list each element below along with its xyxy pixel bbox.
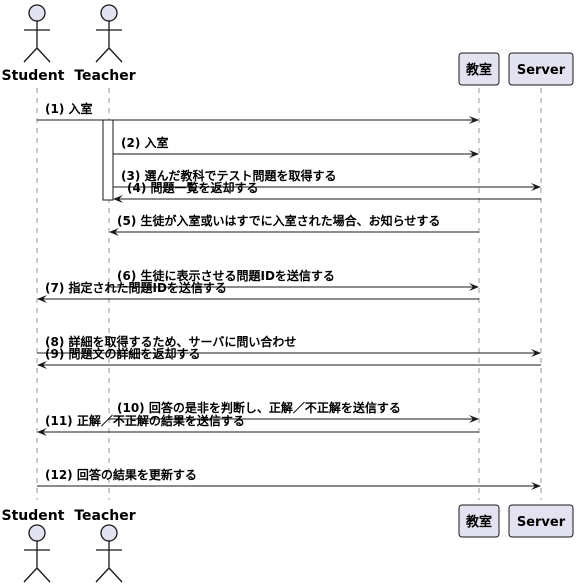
- actor-head-icon: [100, 524, 118, 542]
- message-9: (9) 問題文の詳細を返却する: [37, 346, 541, 369]
- teacher-actor-bottom: Teacher: [74, 508, 136, 583]
- message-6: (6) 生徒に表示させる問題IDを送信する: [109, 268, 479, 291]
- message-label: (1) 入室: [45, 101, 93, 116]
- server-label: Server: [517, 63, 566, 78]
- message-label: (10) 回答の是非を判断し、正解／不正解を送信する: [117, 400, 401, 415]
- arrowhead-icon: [469, 150, 479, 158]
- server-label: Server: [517, 515, 566, 530]
- arrowhead-icon: [113, 195, 123, 203]
- arrowhead-icon: [37, 295, 47, 303]
- classroom-participant-top: 教室: [458, 52, 500, 86]
- student-actor-top: Student: [2, 4, 65, 84]
- classroom-participant-bottom: 教室: [458, 504, 500, 538]
- message-label: (8) 詳細を取得するため、サーバに問い合わせ: [45, 334, 296, 349]
- message-label: (5) 生徒が入室或いはすでに入室された場合、お知らせする: [117, 213, 440, 228]
- arrowhead-icon: [469, 283, 479, 291]
- message-11: (11) 正解／不正解の結果を送信する: [37, 413, 479, 436]
- message-2: (2) 入室: [113, 135, 479, 158]
- server-participant-bottom: Server: [508, 504, 574, 538]
- arrowhead-icon: [37, 361, 47, 369]
- message-label: (4) 問題一覧を返却する: [127, 180, 259, 195]
- actor-head-icon: [28, 524, 46, 542]
- message-5: (5) 生徒が入室或いはすでに入室された場合、お知らせする: [109, 213, 479, 236]
- message-7: (7) 指定された問題IDを送信する: [37, 280, 479, 303]
- student-label: Student: [2, 68, 65, 84]
- arrowhead-icon: [531, 183, 541, 191]
- message-label: (3) 選んだ教科でテスト問題を取得する: [121, 168, 337, 183]
- arrowhead-icon: [469, 116, 479, 124]
- message-3: (3) 選んだ教科でテスト問題を取得する: [113, 168, 541, 191]
- message-4: (4) 問題一覧を返却する: [113, 180, 541, 203]
- arrowhead-icon: [37, 428, 47, 436]
- arrowhead-icon: [469, 415, 479, 423]
- actor-head-icon: [28, 4, 46, 22]
- message-8: (8) 詳細を取得するため、サーバに問い合わせ: [37, 334, 541, 357]
- student-label: Student: [2, 508, 65, 524]
- server-participant-top: Server: [508, 52, 574, 86]
- teacher-activation-bar: [102, 119, 114, 201]
- message-label: (11) 正解／不正解の結果を送信する: [45, 413, 245, 428]
- actor-head-icon: [100, 4, 118, 22]
- message-label: (6) 生徒に表示させる問題IDを送信する: [117, 268, 335, 283]
- message-label: (2) 入室: [121, 135, 169, 150]
- teacher-label: Teacher: [74, 68, 135, 84]
- student-actor-bottom: Student: [2, 508, 65, 583]
- message-label: (7) 指定された問題IDを送信する: [45, 280, 227, 295]
- message-12: (12) 回答の結果を更新する: [37, 467, 541, 490]
- classroom-label: 教室: [465, 514, 492, 530]
- teacher-actor-top: Teacher: [74, 4, 136, 84]
- message-label: (12) 回答の結果を更新する: [45, 467, 197, 482]
- arrowhead-icon: [531, 349, 541, 357]
- classroom-label: 教室: [465, 62, 492, 78]
- teacher-label: Teacher: [74, 508, 135, 524]
- arrowhead-icon: [109, 228, 119, 236]
- message-label: (9) 問題文の詳細を返却する: [45, 346, 201, 361]
- messages: (1) 入室 (2) 入室 (3) 選んだ教科でテスト問題を取得する(4) 問題一覧…: [37, 101, 541, 490]
- message-1: (1) 入室: [37, 101, 479, 124]
- arrowhead-icon: [531, 482, 541, 490]
- message-10: (10) 回答の是非を判断し、正解／不正解を送信する: [109, 400, 479, 423]
